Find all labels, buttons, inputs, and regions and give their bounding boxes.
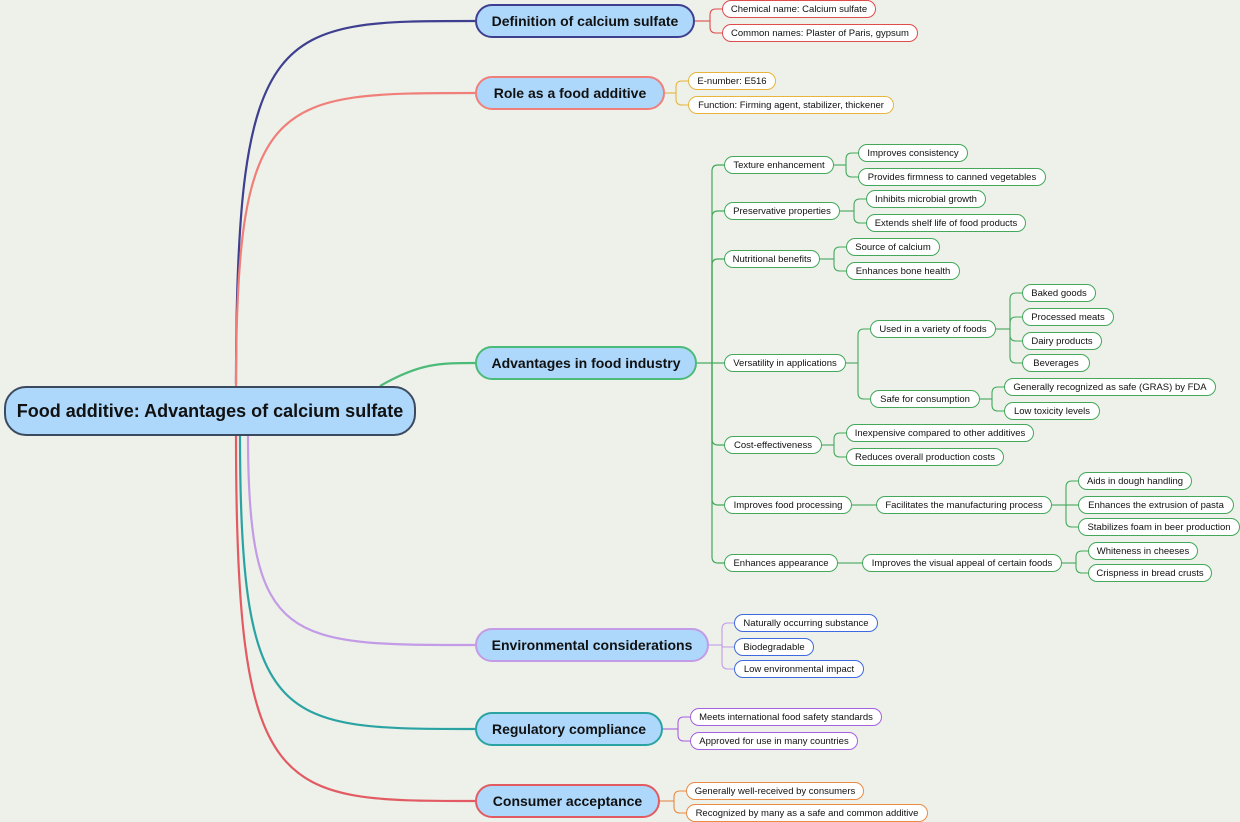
leaf-low-toxicity[interactable]: Low toxicity levels: [1004, 402, 1100, 420]
connector-role: [234, 91, 476, 387]
leaf-meets-standards[interactable]: Meets international food safety standard…: [690, 708, 882, 726]
connector: [721, 622, 734, 645]
connector: [845, 165, 858, 178]
connector: [1075, 550, 1088, 563]
connector: [1009, 316, 1022, 329]
leaf-improves-consistency[interactable]: Improves consistency: [858, 144, 968, 162]
connector-environment: [246, 435, 476, 647]
leaf-chemical-name[interactable]: Chemical name: Calcium sulfate: [722, 0, 876, 18]
connector: [833, 432, 846, 445]
connector: [709, 21, 722, 34]
connector: [675, 93, 688, 106]
leaf-approved-countries[interactable]: Approved for use in many countries: [690, 732, 858, 750]
leaf-biodegradable[interactable]: Biodegradable: [734, 638, 814, 656]
connector-consumer: [234, 435, 476, 803]
connector: [845, 152, 858, 165]
leaf-inexpensive[interactable]: Inexpensive compared to other additives: [846, 424, 1034, 442]
topic-variety-of-foods[interactable]: Used in a variety of foods: [870, 320, 996, 338]
connector: [1075, 563, 1088, 574]
branch-definition[interactable]: Definition of calcium sulfate: [475, 4, 695, 38]
leaf-dairy-products[interactable]: Dairy products: [1022, 332, 1102, 350]
connector: [1065, 505, 1078, 528]
leaf-dough-handling[interactable]: Aids in dough handling: [1078, 472, 1192, 490]
leaf-whiteness-cheeses[interactable]: Whiteness in cheeses: [1088, 542, 1198, 560]
connector: [673, 790, 686, 801]
leaf-crispness-bread[interactable]: Crispness in bread crusts: [1088, 564, 1212, 582]
connector: [709, 8, 722, 21]
connector: [857, 363, 870, 400]
leaf-processed-meats[interactable]: Processed meats: [1022, 308, 1114, 326]
connector: [711, 258, 724, 363]
connector: [711, 363, 724, 446]
connector: [857, 328, 870, 363]
leaf-inhibits-microbial-growth[interactable]: Inhibits microbial growth: [866, 190, 986, 208]
connector: [1009, 292, 1022, 329]
topic-preservative-properties[interactable]: Preservative properties: [724, 202, 840, 220]
connector: [833, 445, 846, 458]
connector: [833, 259, 846, 272]
branch-regulatory[interactable]: Regulatory compliance: [475, 712, 663, 746]
leaf-common-names[interactable]: Common names: Plaster of Paris, gypsum: [722, 24, 918, 42]
connector: [1065, 480, 1078, 505]
topic-nutritional-benefits[interactable]: Nutritional benefits: [724, 250, 820, 268]
connector: [853, 198, 866, 211]
leaf-beer-foam[interactable]: Stabilizes foam in beer production: [1078, 518, 1240, 536]
branch-consumer[interactable]: Consumer acceptance: [475, 784, 660, 818]
leaf-source-of-calcium[interactable]: Source of calcium: [846, 238, 940, 256]
topic-facilitates-manufacturing[interactable]: Facilitates the manufacturing process: [876, 496, 1052, 514]
leaf-reduces-costs[interactable]: Reduces overall production costs: [846, 448, 1004, 466]
leaf-function[interactable]: Function: Firming agent, stabilizer, thi…: [688, 96, 894, 114]
branch-environment[interactable]: Environmental considerations: [475, 628, 709, 662]
topic-enhances-appearance[interactable]: Enhances appearance: [724, 554, 838, 572]
connector: [711, 210, 724, 363]
branch-advantages[interactable]: Advantages in food industry: [475, 346, 697, 380]
leaf-naturally-occurring[interactable]: Naturally occurring substance: [734, 614, 878, 632]
connector: [853, 211, 866, 224]
connector: [833, 246, 846, 259]
leaf-recognized-safe[interactable]: Recognized by many as a safe and common …: [686, 804, 928, 822]
leaf-low-environmental-impact[interactable]: Low environmental impact: [734, 660, 864, 678]
topic-cost-effectiveness[interactable]: Cost-effectiveness: [724, 436, 822, 454]
connector: [991, 386, 1004, 399]
connector: [711, 363, 724, 506]
connector: [711, 363, 724, 564]
connector: [721, 645, 734, 670]
connector: [711, 164, 724, 363]
topic-improves-food-processing[interactable]: Improves food processing: [724, 496, 852, 514]
leaf-enhances-bone-health[interactable]: Enhances bone health: [846, 262, 960, 280]
connector-advantages: [379, 361, 476, 387]
connector: [673, 801, 686, 814]
leaf-provides-firmness[interactable]: Provides firmness to canned vegetables: [858, 168, 1046, 186]
branch-role[interactable]: Role as a food additive: [475, 76, 665, 110]
connector: [1009, 329, 1022, 342]
leaf-e-number[interactable]: E-number: E516: [688, 72, 776, 90]
topic-safe-for-consumption[interactable]: Safe for consumption: [870, 390, 980, 408]
topic-texture-enhancement[interactable]: Texture enhancement: [724, 156, 834, 174]
connector: [991, 399, 1004, 412]
leaf-baked-goods[interactable]: Baked goods: [1022, 284, 1096, 302]
leaf-well-received[interactable]: Generally well-received by consumers: [686, 782, 864, 800]
topic-visual-appeal[interactable]: Improves the visual appeal of certain fo…: [862, 554, 1062, 572]
leaf-pasta-extrusion[interactable]: Enhances the extrusion of pasta: [1078, 496, 1234, 514]
connector: [677, 729, 690, 742]
leaf-beverages[interactable]: Beverages: [1022, 354, 1090, 372]
topic-versatility[interactable]: Versatility in applications: [724, 354, 846, 372]
connector-regulatory: [238, 435, 476, 731]
connector: [721, 644, 734, 648]
leaf-gras-fda[interactable]: Generally recognized as safe (GRAS) by F…: [1004, 378, 1216, 396]
leaf-extends-shelf-life[interactable]: Extends shelf life of food products: [866, 214, 1026, 232]
root-topic[interactable]: Food additive: Advantages of calcium sul…: [4, 386, 416, 436]
connector: [675, 80, 688, 93]
connector-definition: [234, 19, 476, 385]
connector: [677, 716, 690, 729]
connector: [1009, 329, 1022, 364]
